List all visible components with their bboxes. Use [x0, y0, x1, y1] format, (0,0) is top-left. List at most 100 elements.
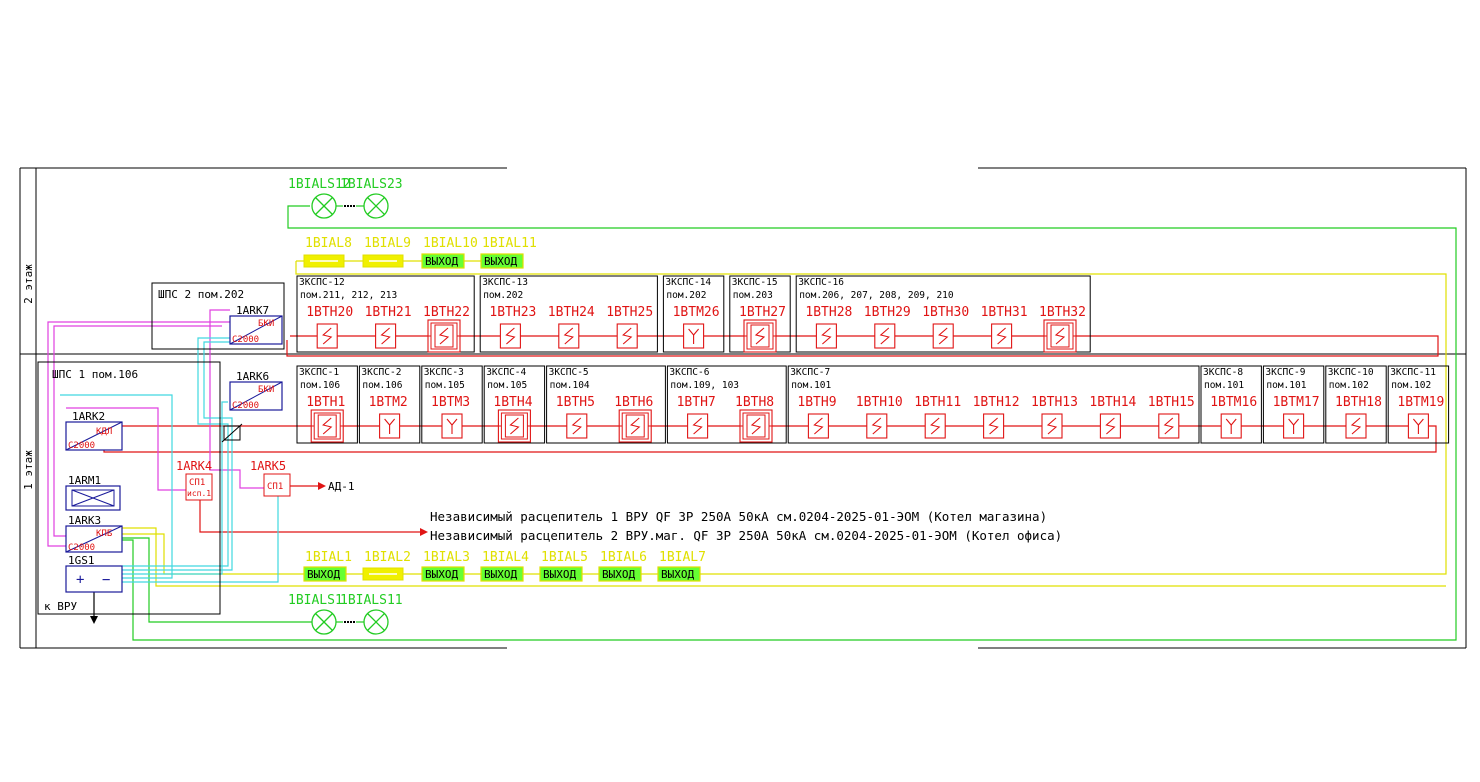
detector-label: 1BTH6: [614, 395, 653, 410]
zone-box: ЗКСПС-11 пом.102 1BTM19: [1387, 365, 1450, 444]
detector-label: 1BTH32: [1039, 305, 1086, 320]
sign-label: 1BIAL5: [541, 550, 588, 565]
heat-detector-icon: [815, 323, 837, 349]
floor1-label: 1 этаж: [22, 450, 35, 490]
ark6-device[interactable]: 1ARK6 БКИ С2000: [229, 370, 283, 411]
exit-sign-text: ВЫХОД: [425, 568, 458, 581]
ark5-device[interactable]: 1ARK5 СП1: [250, 459, 291, 497]
zone-title: ЗКСПС-4: [486, 367, 526, 378]
isolator-symbol: [221, 423, 243, 443]
ark6-model: С2000: [232, 401, 259, 411]
ark2-device[interactable]: 1ARK2 КДЛ С2000: [65, 410, 123, 451]
heat-detector-icon: [310, 409, 344, 443]
detector-label: 1BTH23: [489, 305, 536, 320]
power-line-5: [122, 496, 279, 583]
light-lamp-icon: [311, 193, 337, 219]
detector-label: 1BTH29: [864, 305, 911, 320]
ellipsis-dots: [344, 205, 355, 207]
light-line-bottom: [122, 537, 312, 623]
ark7-model: С2000: [232, 335, 259, 345]
light-bar-sign: [362, 254, 404, 268]
zone-room: пом.203: [733, 290, 773, 301]
detector-label: 1BTH13: [1031, 395, 1078, 410]
manual-call-point-icon: [1407, 413, 1429, 439]
sign-label: 1BIAL9: [364, 236, 411, 251]
detector-label: 1BTH1: [306, 395, 345, 410]
detector-label: 1BTM19: [1397, 395, 1444, 410]
ark5-target: АД-1: [328, 480, 355, 493]
zone-title: ЗКСПС-6: [669, 367, 709, 378]
ark4-name: 1ARK4: [176, 459, 212, 473]
exit-sign-text: ВЫХОД: [661, 568, 694, 581]
zone-title: ЗКСПС-7: [790, 367, 830, 378]
zone-title: ЗКСПС-11: [1390, 367, 1436, 378]
zones-floor1: ЗКСПС-1пом.1061BTH1ЗКСПС-2пом.1061BTM2ЗК…: [296, 365, 1450, 444]
exit-sign-text: ВЫХОД: [543, 568, 576, 581]
ark3-name: 1ARK3: [68, 514, 101, 527]
floor2-label: 2 этаж: [22, 264, 35, 304]
interface-line-2: [53, 325, 222, 537]
detector-label: 1BTM17: [1273, 395, 1320, 410]
manual-call-point-icon: [441, 413, 463, 439]
drawing-frame: [19, 167, 1467, 649]
zone-room: пом.104: [550, 380, 590, 391]
zone-title: ЗКСПС-9: [1265, 367, 1305, 378]
zone-title: ЗКСПС-2: [361, 367, 401, 378]
zone-room: пом.105: [487, 380, 527, 391]
gs1-power-supply[interactable]: 1GS1 + −: [65, 554, 123, 593]
heat-detector-icon: [427, 319, 461, 353]
ark4-device[interactable]: 1ARK4 СП1 исп.1: [176, 459, 213, 501]
zone-room: пом.106: [362, 380, 402, 391]
exit-sign: ВЫХОД: [421, 566, 465, 582]
arm1-device[interactable]: 1ARM1: [65, 474, 121, 511]
ark7-tag: БКИ: [258, 319, 274, 329]
power-line-4: [122, 401, 228, 575]
ark3-device[interactable]: 1ARK3 КПБ С2000: [65, 514, 123, 553]
light-bar-sign: [303, 254, 345, 268]
ark4-line2: исп.1: [187, 489, 211, 498]
ark4-line1: СП1: [189, 478, 205, 488]
sign-label: 1BIAL1: [305, 550, 352, 565]
zone-room: пом.102: [1391, 380, 1431, 391]
zone-room: пом.106: [300, 380, 340, 391]
sign-line: [122, 261, 1447, 575]
heat-detector-icon: [1099, 413, 1121, 439]
detector-label: 1BTM16: [1210, 395, 1257, 410]
light-label: 1BIALS11: [340, 593, 403, 608]
detector-label: 1BTH20: [306, 305, 353, 320]
heat-detector-icon: [497, 409, 531, 443]
ark5-line1: СП1: [267, 482, 283, 492]
ark2-model: С2000: [68, 441, 95, 451]
power-line-3: [60, 394, 173, 579]
heat-detector-icon: [1041, 413, 1063, 439]
heat-detector-icon: [687, 413, 709, 439]
note-line-1: Независимый расцепитель 1 ВРУ QF 3P 250A…: [430, 509, 1047, 524]
zone-room: пом.102: [1329, 380, 1369, 391]
shps2-box: [151, 282, 285, 350]
sign-label: 1BIAL4: [482, 550, 529, 565]
detector-label: 1BTM26: [673, 305, 720, 320]
heat-detector-icon: [375, 323, 397, 349]
detector-label: 1BTH7: [677, 395, 716, 410]
light-label: 1BIALS1: [288, 593, 343, 608]
ark4-link: [199, 486, 420, 533]
ark7-device[interactable]: 1ARK7 БКИ С2000: [229, 304, 283, 345]
gs1-minus: −: [102, 572, 110, 588]
zone-title: ЗКСПС-5: [549, 367, 589, 378]
shps1-box: [37, 361, 221, 615]
light-bar-sign: [362, 567, 404, 581]
heat-detector-icon: [874, 323, 896, 349]
ark7-name: 1ARK7: [236, 304, 269, 317]
sign-label: 1BIAL3: [423, 550, 470, 565]
